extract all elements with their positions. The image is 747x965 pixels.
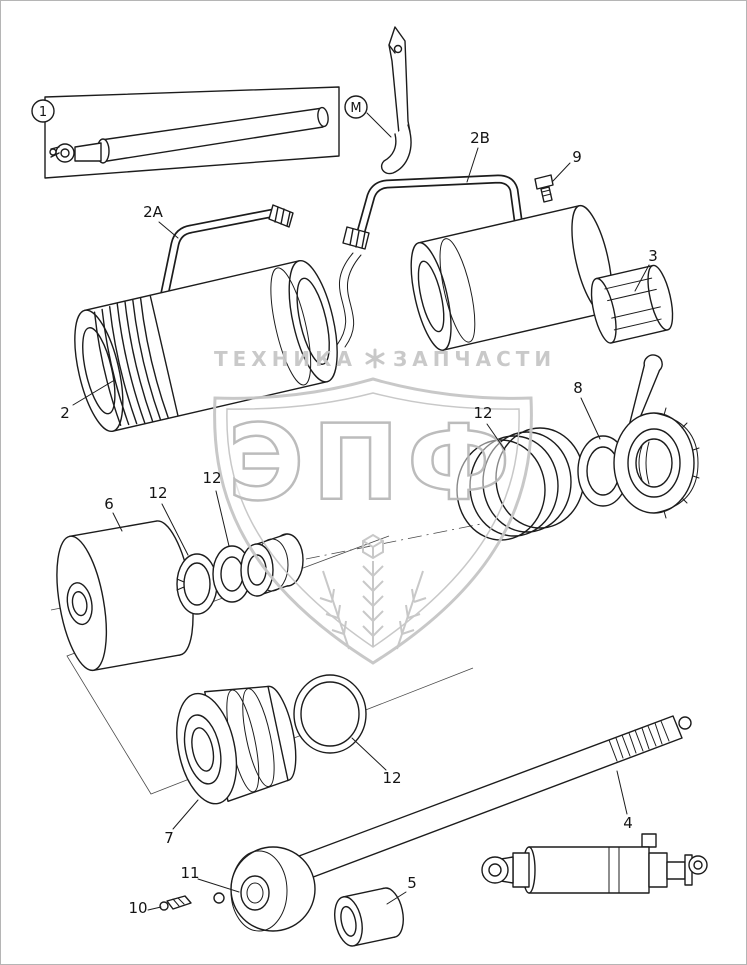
- part-gland-nut: [577, 407, 700, 519]
- leader-lines: [72, 112, 650, 911]
- callout-6-label: 6: [104, 495, 114, 513]
- part-piston-rod: [282, 715, 692, 886]
- part-cylinder-barrel: [74, 259, 338, 433]
- callout-1: 1: [31, 99, 55, 123]
- asterisk-star-icon: [365, 348, 385, 369]
- callout-10-label: 10: [128, 899, 147, 917]
- callout-2-label: 2: [60, 404, 70, 422]
- part-seal-stack: [240, 533, 304, 597]
- callout-9-label: 9: [572, 148, 582, 166]
- callout-labels: 1 M 2A 2B 9 3 2 12 8 6 12 12 7 12 4 11 1…: [31, 95, 658, 917]
- part-boxed-cylinder-assembly: [44, 86, 340, 179]
- hose-lines: [336, 252, 362, 348]
- part-o-ring: [293, 674, 367, 754]
- watermark-shield-outer: [213, 377, 533, 665]
- callout-12-snap-label: 12: [148, 484, 167, 502]
- callout-2A-label: 2A: [143, 203, 164, 221]
- callout-2B-label: 2B: [470, 129, 490, 147]
- part-piston-end-cap: [56, 520, 194, 672]
- part-cotter-pin: [629, 354, 663, 424]
- callout-12-oring-label: 12: [382, 769, 401, 787]
- part-rod-clevis: [213, 846, 316, 932]
- callout-8-label: 8: [573, 379, 583, 397]
- callout-11-label: 11: [180, 864, 199, 882]
- part-end-cap: [590, 264, 674, 344]
- part-bolt: [534, 174, 554, 203]
- assembled-cylinder-small: [481, 833, 708, 894]
- watermark-word-left: ТЕХНИКА: [214, 347, 357, 371]
- watermark-shield-inner: [226, 392, 520, 648]
- watermark-logo-text: ЭПФ: [228, 402, 519, 524]
- part-snap-ring: [176, 553, 218, 615]
- callout-5-label: 5: [407, 874, 417, 892]
- callout-3-label: 3: [648, 247, 658, 265]
- part-bushing: [334, 887, 404, 947]
- callout-M: M: [344, 95, 368, 119]
- watermark: ТЕХНИКА ЗАПЧАСТИ ЭПФ: [213, 347, 556, 665]
- watermark-word-right: ЗАПЧАСТИ: [393, 347, 556, 371]
- callout-12-coil-label: 12: [473, 404, 492, 422]
- callout-4-label: 4: [623, 814, 633, 832]
- watermark-wheat-icon: [319, 533, 427, 650]
- part-control-lever: [380, 26, 412, 175]
- callout-M-label: M: [350, 101, 361, 116]
- part-handle-right: [342, 174, 524, 250]
- callout-12-washer-label: 12: [202, 469, 221, 487]
- part-guide-collar: [176, 685, 297, 805]
- part-handle-left: [159, 204, 294, 302]
- part-grease-fitting: [159, 895, 192, 911]
- part-cylinder-right: [410, 204, 613, 351]
- callout-7-label: 7: [164, 829, 174, 847]
- callout-1-label: 1: [39, 105, 47, 120]
